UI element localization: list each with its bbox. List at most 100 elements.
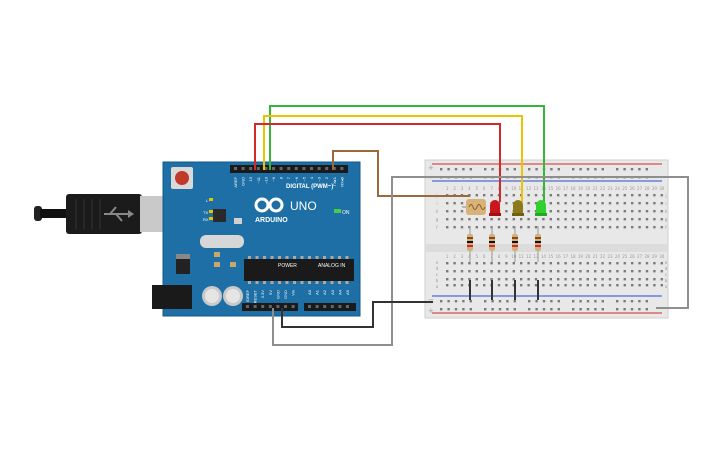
- gray-wire[interactable]: [272, 176, 689, 346]
- digital-pin[interactable]: [264, 167, 268, 170]
- green-led[interactable]: [535, 200, 547, 216]
- usb-cable[interactable]: [34, 194, 174, 234]
- voltage-regulator: [176, 258, 190, 274]
- digital-pin[interactable]: [332, 167, 336, 170]
- rail-minus-label: −: [428, 296, 434, 304]
- digital-pin[interactable]: [310, 167, 313, 170]
- photoresistor[interactable]: [462, 199, 486, 215]
- resistor[interactable]: [489, 226, 495, 262]
- column-number: 27: [637, 254, 643, 259]
- digital-pin[interactable]: [241, 167, 245, 170]
- analog-pin[interactable]: [330, 305, 334, 308]
- column-number: 16: [556, 254, 562, 259]
- column-number: 17: [563, 254, 569, 259]
- model-label: UNO: [290, 199, 317, 213]
- power-pin[interactable]: [276, 305, 280, 308]
- breadboard[interactable]: + − − + 11223344556677889910101111121213…: [424, 159, 669, 319]
- column-number: 6: [483, 186, 486, 191]
- power-pin-label: Vin: [291, 290, 296, 296]
- column-number: 26: [630, 254, 636, 259]
- row-letter: j: [664, 193, 666, 198]
- reset-button[interactable]: [171, 167, 193, 189]
- column-number: 23: [607, 254, 613, 259]
- row-letter: c: [436, 272, 438, 277]
- column-number: 16: [556, 186, 562, 191]
- crystal-oscillator: [200, 235, 244, 248]
- power-pin[interactable]: [253, 305, 257, 308]
- digital-pin-label: 8: [279, 176, 284, 179]
- power-pin-label: RESET: [253, 289, 258, 303]
- analog-pin-label: A1: [315, 289, 320, 295]
- power-pin[interactable]: [268, 305, 272, 308]
- digital-pin[interactable]: [279, 167, 283, 170]
- analog-pin[interactable]: [338, 305, 342, 308]
- column-number: 19: [578, 186, 584, 191]
- digital-pin-label: ~9: [271, 176, 276, 181]
- red-led[interactable]: [489, 200, 501, 216]
- row-letter: c: [665, 272, 667, 277]
- column-number: 15: [548, 186, 554, 191]
- analog-pin-label: A2: [322, 289, 327, 295]
- row-letter: g: [436, 217, 439, 222]
- resistor[interactable]: [467, 226, 473, 262]
- red-wire[interactable]: [254, 123, 501, 202]
- row-letter: d: [436, 266, 439, 271]
- row-letter: a: [436, 284, 439, 289]
- column-number: 25: [622, 186, 628, 191]
- column-number: 12: [526, 254, 532, 259]
- analog-pin[interactable]: [346, 305, 349, 308]
- digital-pin[interactable]: [256, 167, 260, 170]
- digital-pin[interactable]: [294, 167, 298, 170]
- resistor[interactable]: [512, 226, 518, 262]
- power-pin[interactable]: [291, 305, 295, 308]
- digital-pin[interactable]: [272, 167, 275, 170]
- column-number: 6: [483, 254, 486, 259]
- power-pin-label: GND: [275, 290, 280, 299]
- digital-pin[interactable]: [249, 167, 253, 170]
- digital-pin[interactable]: [325, 167, 329, 170]
- column-number: 7: [490, 186, 493, 191]
- breadboard-holes: [440, 168, 663, 311]
- column-number: 1: [446, 186, 449, 191]
- analog-pin[interactable]: [308, 305, 311, 308]
- column-number: 21: [593, 186, 599, 191]
- digital-pin[interactable]: [340, 167, 344, 170]
- power-pin[interactable]: [261, 305, 265, 308]
- column-number: 21: [593, 254, 599, 259]
- column-number: 2: [453, 186, 456, 191]
- digital-pin[interactable]: [287, 167, 291, 170]
- wires: [254, 105, 689, 346]
- resistor[interactable]: [535, 226, 541, 262]
- power-jack[interactable]: [152, 285, 192, 309]
- column-number: 24: [615, 186, 621, 191]
- usb-symbol-icon: [104, 206, 134, 222]
- black-wire[interactable]: [281, 301, 433, 328]
- analog-header-label: ANALOG IN: [318, 263, 346, 269]
- l-label: L: [206, 198, 209, 203]
- column-number: 3: [461, 186, 464, 191]
- yellow-led[interactable]: [512, 200, 524, 216]
- digital-header-label: DIGITAL (PWM~): [286, 184, 333, 190]
- digital-pin[interactable]: [317, 167, 321, 170]
- digital-pin[interactable]: [302, 167, 306, 170]
- ground-jumpers: [469, 280, 539, 300]
- analog-pin-label: A4: [337, 289, 342, 295]
- yellow-wire[interactable]: [263, 115, 523, 202]
- column-number: 18: [570, 186, 576, 191]
- column-number: 8: [498, 254, 501, 259]
- power-pin[interactable]: [284, 305, 287, 308]
- brown-wire[interactable]: [332, 150, 470, 197]
- digital-pin[interactable]: [234, 167, 237, 170]
- analog-pin[interactable]: [315, 305, 319, 308]
- breadboard-column-numbers: 1122334455667788991010111112121313141415…: [446, 186, 665, 259]
- rx-label: RX: [203, 217, 209, 222]
- power-pin[interactable]: [246, 305, 249, 308]
- column-number: 5: [476, 254, 479, 259]
- column-number: 24: [615, 254, 621, 259]
- green-wire[interactable]: [269, 105, 545, 202]
- column-number: 25: [622, 254, 628, 259]
- analog-pin[interactable]: [323, 305, 327, 308]
